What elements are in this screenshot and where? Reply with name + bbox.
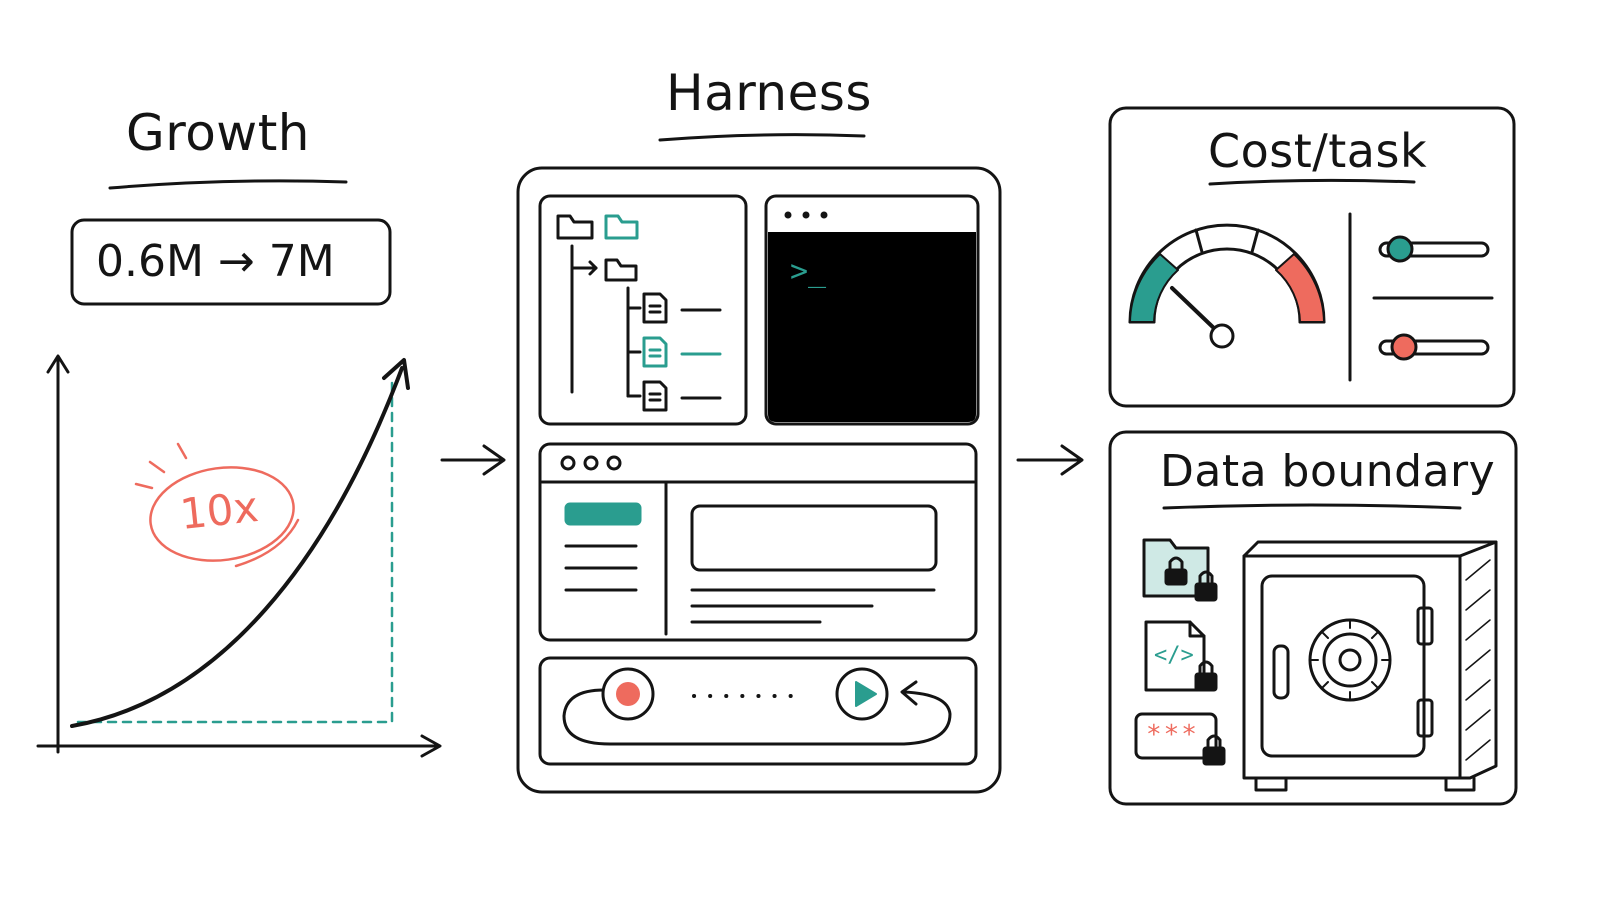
arrow-right-icon [1016, 444, 1084, 476]
growth-title-underline [108, 179, 348, 190]
cost-title-underline [1208, 178, 1416, 186]
terminal-prompt: >_ [790, 254, 827, 289]
folder-icon [604, 258, 638, 282]
safe-icon [1242, 540, 1498, 792]
y-axis-arrowhead [46, 354, 70, 374]
browser-panel [538, 442, 978, 642]
cost-title: Cost/task [1208, 124, 1428, 178]
data-boundary-panel [1108, 430, 1518, 806]
file-icon [642, 292, 668, 324]
sidebar-highlight [564, 502, 642, 526]
slider-icon [1378, 235, 1490, 263]
cost-panel [1108, 106, 1516, 408]
growth-metric: 0.6M → 7M [96, 236, 335, 287]
growth-badge: 10x [177, 482, 261, 539]
harness-title-underline [658, 133, 866, 142]
gauge-needle [1170, 286, 1220, 334]
code-file-label: </> [1154, 643, 1194, 668]
growth-curve-arrowhead [382, 358, 410, 390]
lock-icon [1164, 556, 1218, 602]
file-icon [642, 380, 668, 412]
replay-panel [538, 656, 978, 766]
growth-curve [70, 366, 404, 728]
harness-frame [516, 166, 1002, 794]
data-boundary-title: Data boundary [1160, 446, 1496, 497]
terminal-icon [764, 194, 980, 426]
secret-label: *** [1146, 720, 1199, 750]
growth-baseline-dashed [76, 380, 394, 724]
x-axis-arrowhead [420, 734, 442, 758]
lock-icon [1194, 660, 1218, 692]
harness-title: Harness [666, 64, 872, 122]
folder-icon [604, 214, 639, 240]
loop-arrow-icon [562, 688, 952, 746]
slider-icon [1378, 333, 1490, 361]
growth-title: Growth [126, 104, 310, 162]
growth-metric-box [70, 218, 392, 306]
growth-chart [36, 354, 442, 758]
badge-highlight [134, 442, 300, 568]
folder-icon [556, 214, 594, 240]
data-boundary-title-underline [1162, 503, 1462, 510]
gauge-icon [1128, 223, 1326, 349]
file-tree-panel [538, 194, 748, 426]
lock-icon [1202, 734, 1226, 766]
arrow-right-icon [440, 444, 506, 476]
file-icon [642, 336, 668, 368]
